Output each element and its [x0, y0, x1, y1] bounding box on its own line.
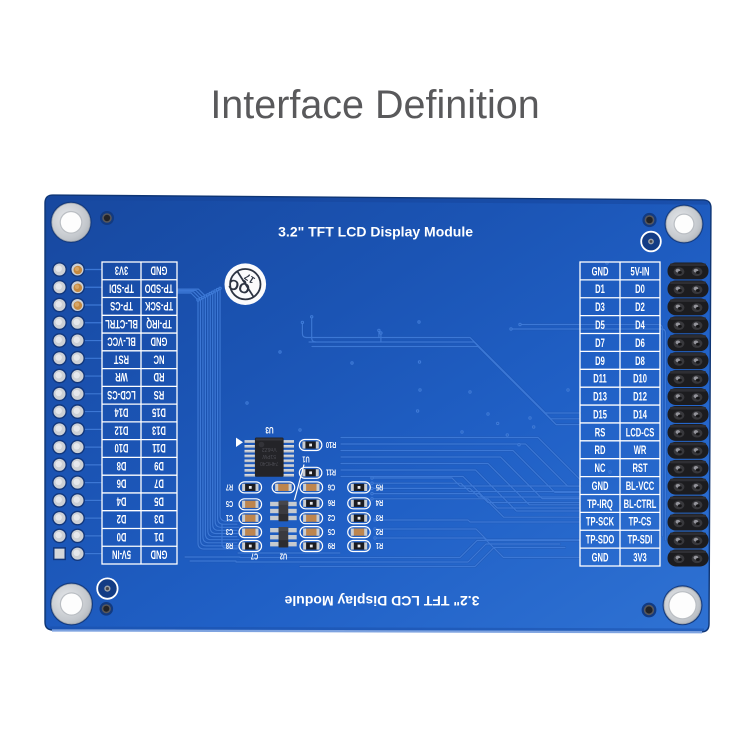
svg-text:D13: D13: [152, 423, 166, 436]
svg-text:RS: RS: [595, 427, 606, 440]
svg-text:BL-CTRL: BL-CTRL: [105, 316, 138, 329]
svg-text:D8: D8: [116, 458, 126, 471]
svg-text:D5: D5: [154, 494, 164, 507]
svg-text:R6: R6: [328, 498, 335, 509]
svg-text:RST: RST: [113, 352, 129, 365]
svg-text:RD: RD: [154, 369, 165, 382]
svg-text:TP-SDI: TP-SDI: [109, 281, 134, 294]
svg-text:C2: C2: [328, 513, 335, 524]
svg-text:NC: NC: [153, 352, 164, 365]
svg-text:D11: D11: [593, 373, 607, 386]
svg-text:TP-CS: TP-CS: [110, 298, 133, 311]
svg-text:5V-IN: 5V-IN: [631, 266, 650, 279]
svg-text:R10: R10: [326, 440, 336, 451]
svg-text:D10: D10: [114, 441, 128, 454]
svg-text:R9: R9: [328, 541, 335, 552]
svg-text:17: 17: [243, 270, 258, 285]
svg-text:C7: C7: [251, 551, 258, 562]
svg-text:TP-SCK: TP-SCK: [144, 298, 173, 311]
svg-text:U1: U1: [302, 454, 309, 465]
svg-text:D9: D9: [595, 355, 605, 368]
svg-text:D13: D13: [593, 391, 607, 404]
svg-text:GND: GND: [592, 552, 609, 565]
svg-text:R7: R7: [226, 482, 233, 493]
svg-text:Vn6Z2: Vn6Z2: [262, 446, 277, 452]
svg-text:D9: D9: [154, 458, 164, 471]
svg-text:D14: D14: [114, 405, 128, 418]
svg-text:TP-SDO: TP-SDO: [145, 281, 174, 294]
svg-text:D5: D5: [595, 319, 605, 332]
svg-text:R1: R1: [376, 541, 383, 552]
svg-text:D3: D3: [154, 512, 164, 525]
svg-text:D4: D4: [635, 319, 645, 332]
svg-text:U2: U2: [280, 551, 287, 562]
svg-text:TP-IRQ: TP-IRQ: [146, 316, 172, 329]
svg-text:LCD-CS: LCD-CS: [626, 427, 655, 440]
svg-text:R4: R4: [376, 498, 383, 509]
svg-text:C6: C6: [328, 482, 335, 493]
svg-text:NC: NC: [595, 462, 606, 475]
svg-text:D12: D12: [114, 423, 128, 436]
svg-text:D6: D6: [116, 476, 126, 489]
svg-text:D0: D0: [635, 284, 645, 297]
svg-text:RS: RS: [154, 387, 165, 400]
svg-text:D1: D1: [595, 284, 605, 297]
svg-text:R8: R8: [226, 541, 233, 552]
svg-text:R5: R5: [376, 482, 383, 493]
svg-text:3.2" TFT LCD Display Module: 3.2" TFT LCD Display Module: [278, 224, 473, 240]
svg-text:TP-SDI: TP-SDI: [628, 534, 653, 547]
svg-text:TP-SCK: TP-SCK: [586, 516, 615, 529]
svg-text:D1: D1: [154, 529, 164, 542]
svg-text:D15: D15: [152, 405, 166, 418]
svg-text:C3: C3: [226, 527, 233, 538]
svg-text:D4: D4: [116, 494, 126, 507]
svg-text:C5: C5: [328, 527, 335, 538]
svg-text:U3: U3: [265, 425, 274, 436]
svg-text:D12: D12: [633, 391, 647, 404]
svg-text:LCD-CS: LCD-CS: [107, 387, 136, 400]
svg-text:D14: D14: [633, 409, 647, 422]
svg-text:D8: D8: [635, 355, 645, 368]
svg-text:Interface Definition: Interface Definition: [210, 83, 539, 127]
svg-text:R3: R3: [376, 513, 383, 524]
svg-text:3V3: 3V3: [633, 552, 647, 565]
svg-text:C1: C1: [226, 513, 233, 524]
svg-text:QC: QC: [226, 275, 252, 297]
svg-text:D10: D10: [633, 373, 647, 386]
svg-text:D2: D2: [635, 301, 645, 314]
svg-text:5V-IN: 5V-IN: [112, 547, 131, 560]
svg-text:RD: RD: [595, 445, 606, 458]
svg-text:GND: GND: [151, 263, 168, 276]
svg-text:R2: R2: [376, 527, 383, 538]
svg-text:WR: WR: [634, 445, 647, 458]
svg-text:GND: GND: [592, 266, 609, 279]
svg-text:D6: D6: [635, 337, 645, 350]
svg-text:TP-SDO: TP-SDO: [586, 534, 615, 547]
svg-text:D0: D0: [116, 529, 126, 542]
svg-text:74HC40: 74HC40: [260, 460, 279, 466]
svg-text:TP-CS: TP-CS: [629, 516, 652, 529]
svg-text:R11: R11: [326, 467, 336, 478]
svg-text:D15: D15: [593, 409, 607, 422]
svg-text:TP-IRQ: TP-IRQ: [587, 498, 613, 511]
svg-text:GND: GND: [151, 547, 168, 560]
svg-text:GND: GND: [151, 334, 168, 347]
svg-text:D2: D2: [116, 512, 126, 525]
svg-text:C5: C5: [226, 499, 233, 510]
svg-text:GND: GND: [592, 480, 609, 493]
svg-text:D11: D11: [152, 441, 166, 454]
svg-text:3.2" TFT LCD Display Module: 3.2" TFT LCD Display Module: [284, 593, 479, 609]
svg-text:BL-CTRL: BL-CTRL: [624, 498, 657, 511]
svg-text:D7: D7: [154, 476, 164, 489]
svg-text:3V3: 3V3: [115, 263, 129, 276]
svg-text:WR: WR: [115, 369, 128, 382]
svg-text:RST: RST: [632, 462, 648, 475]
svg-text:D7: D7: [595, 337, 605, 350]
svg-text:BL-VCC: BL-VCC: [626, 480, 655, 493]
svg-text:D3: D3: [595, 301, 605, 314]
svg-text:51PW: 51PW: [262, 453, 276, 459]
svg-text:BL-VCC: BL-VCC: [107, 334, 136, 347]
